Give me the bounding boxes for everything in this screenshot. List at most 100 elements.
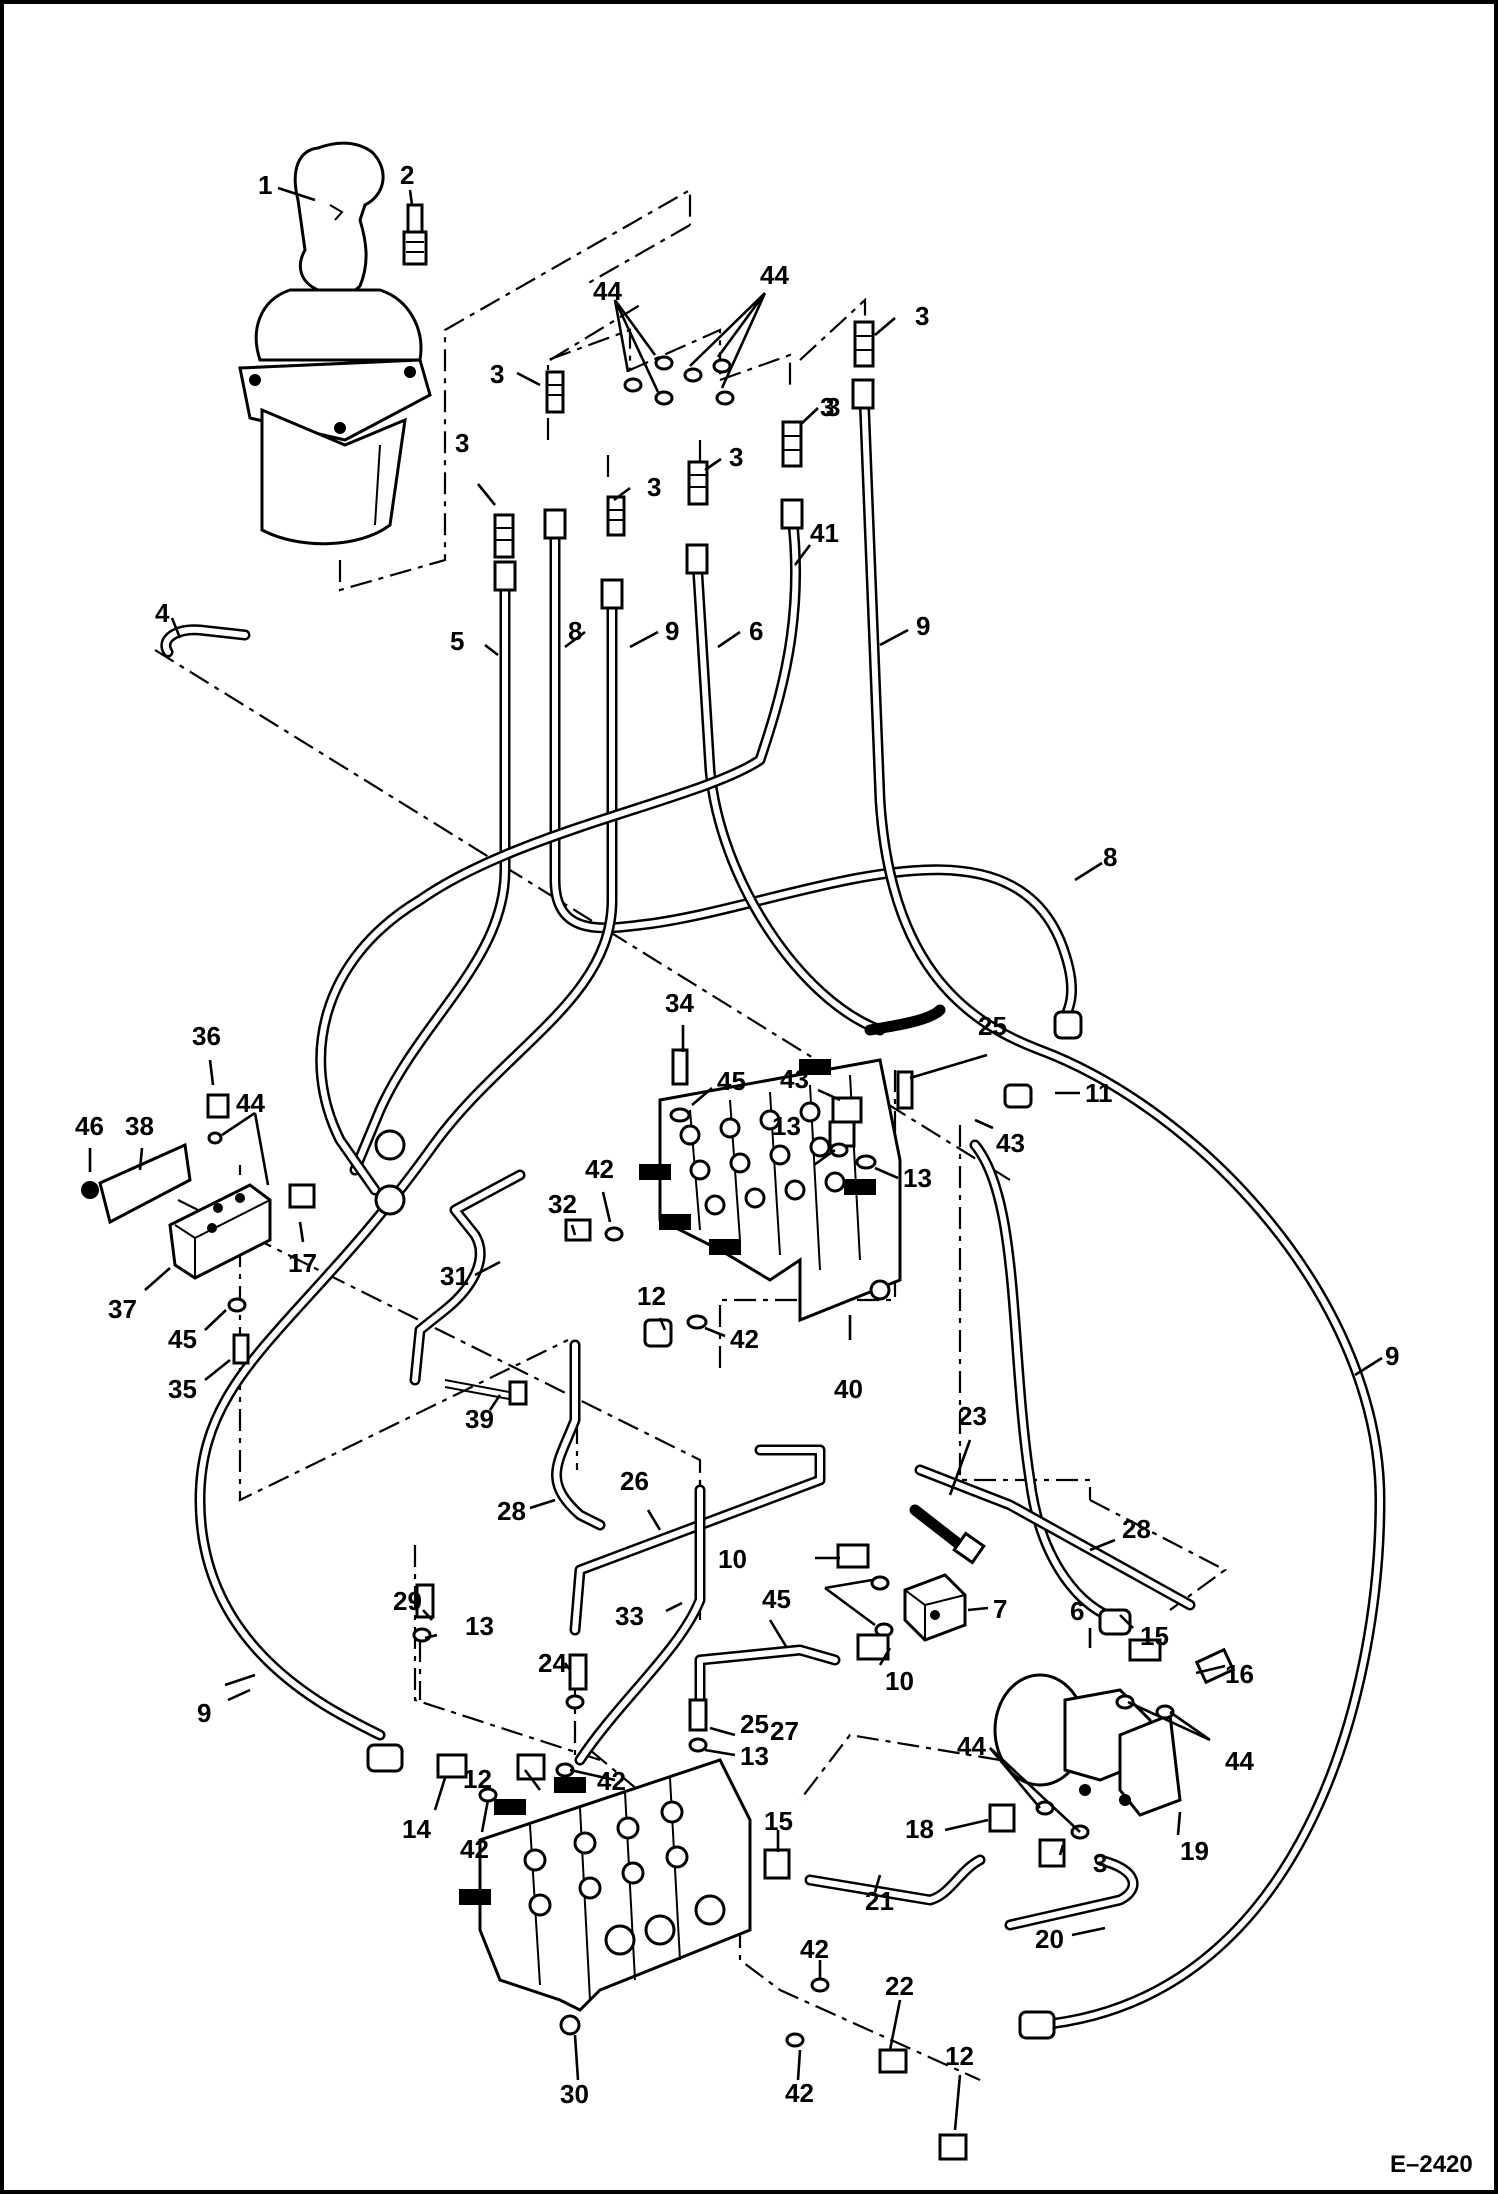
callout: 42 xyxy=(597,1766,626,1796)
fitting-b xyxy=(493,513,515,559)
callout: 39 xyxy=(465,1404,494,1434)
callout: 21 xyxy=(865,1886,894,1916)
callout: 9 xyxy=(1385,1341,1399,1371)
callout: 10 xyxy=(885,1666,914,1696)
fitting-c xyxy=(606,495,626,537)
callout: 8 xyxy=(568,616,582,646)
callout: 3 xyxy=(826,392,840,422)
callout: 3 xyxy=(820,392,834,422)
callout: 42 xyxy=(585,1154,614,1184)
callout: 10 xyxy=(718,1544,747,1574)
hose-ends xyxy=(366,378,1132,2040)
callout: 42 xyxy=(785,2078,814,2108)
callout: 30 xyxy=(560,2079,589,2109)
rigid-tubes xyxy=(409,1169,1196,1931)
callout: 44 xyxy=(593,276,622,306)
callout: 13 xyxy=(903,1163,932,1193)
callout: 43 xyxy=(996,1128,1025,1158)
callout: 44 xyxy=(760,260,789,290)
fitting-f xyxy=(853,320,875,368)
callout: 45 xyxy=(762,1584,791,1614)
callout: 14 xyxy=(402,1814,431,1844)
callout: 1 xyxy=(258,170,272,200)
callout: 44 xyxy=(236,1088,265,1118)
callout: 3 xyxy=(455,428,469,458)
callout: 25 xyxy=(978,1011,1007,1041)
lower-control-valve xyxy=(459,1758,752,2036)
callout: 6 xyxy=(749,616,763,646)
upper-valve-fittings xyxy=(564,1048,914,1348)
callout: 11 xyxy=(1085,1078,1113,1108)
callout: 9 xyxy=(197,1698,211,1728)
callout: 34 xyxy=(665,988,694,1018)
callout: 3 xyxy=(915,301,929,331)
callout: 45 xyxy=(168,1324,197,1354)
callout: 16 xyxy=(1225,1659,1254,1689)
callout: 32 xyxy=(548,1189,577,1219)
callout: 3 xyxy=(647,472,661,502)
callout: 15 xyxy=(1140,1621,1169,1651)
callout: 44 xyxy=(957,1731,986,1761)
callout: 23 xyxy=(958,1401,987,1431)
callout: 13 xyxy=(740,1741,769,1771)
callout: 18 xyxy=(905,1814,934,1844)
callout: 42 xyxy=(730,1324,759,1354)
fitting-d xyxy=(687,460,709,506)
callout: 3 xyxy=(729,442,743,472)
callout: 3 xyxy=(1093,1848,1107,1878)
callout: 17 xyxy=(288,1248,317,1278)
callout: 5 xyxy=(450,626,464,656)
callout: 3 xyxy=(490,359,504,389)
drawing-id: E–2420 xyxy=(1390,2151,1473,2178)
callout: 44 xyxy=(1225,1746,1254,1776)
callout: 9 xyxy=(916,611,930,641)
callout: 12 xyxy=(637,1281,666,1311)
callout: 7 xyxy=(993,1594,1007,1624)
callout: 28 xyxy=(1122,1514,1151,1544)
callout: 43 xyxy=(780,1064,809,1094)
manifold-block xyxy=(81,1093,316,1365)
callout: 8 xyxy=(1103,842,1117,872)
callout: 36 xyxy=(192,1021,221,1051)
callout: 35 xyxy=(168,1374,197,1404)
joystick-assembly xyxy=(238,141,432,546)
callout: 24 xyxy=(538,1648,567,1678)
callout: 46 xyxy=(75,1111,104,1141)
callout: 20 xyxy=(1035,1924,1064,1954)
tee-block xyxy=(836,1543,967,1661)
callout: 45 xyxy=(717,1066,746,1096)
fitting-e xyxy=(781,420,803,468)
accumulator xyxy=(988,1638,1236,1868)
callout: 37 xyxy=(108,1294,137,1324)
callout: 42 xyxy=(460,1834,489,1864)
bolts xyxy=(444,1379,986,1565)
callout: 12 xyxy=(945,2041,974,2071)
callout: 6 xyxy=(1070,1596,1084,1626)
callout: 15 xyxy=(764,1806,793,1836)
callout: 22 xyxy=(885,1971,914,2001)
fitting-a xyxy=(545,370,565,414)
callout: 9 xyxy=(665,616,679,646)
callout: 31 xyxy=(440,1261,469,1291)
mounting-bolt xyxy=(402,203,428,266)
callout: 2 xyxy=(400,160,414,190)
callout: 40 xyxy=(834,1374,863,1404)
callout: 12 xyxy=(463,1764,492,1794)
callout: 19 xyxy=(1180,1836,1209,1866)
callout: 33 xyxy=(615,1601,644,1631)
callout: 29 xyxy=(393,1586,422,1616)
callout: 28 xyxy=(497,1496,526,1526)
hoses xyxy=(194,389,1386,2031)
callout: 38 xyxy=(125,1111,154,1141)
callout: 42 xyxy=(800,1934,829,1964)
callout: 4 xyxy=(155,598,170,628)
callout: 26 xyxy=(620,1466,649,1496)
top-fittings xyxy=(493,320,875,559)
leader-lines xyxy=(88,186,1383,2131)
callout: 25 xyxy=(740,1709,769,1739)
callout: 41 xyxy=(810,518,839,548)
callout: 27 xyxy=(770,1716,799,1746)
callout-labels: 1 2 3 3 3 3 3 3 3 44 44 4 5 8 9 6 41 9 8… xyxy=(75,160,1399,2109)
callout: 13 xyxy=(772,1111,801,1141)
